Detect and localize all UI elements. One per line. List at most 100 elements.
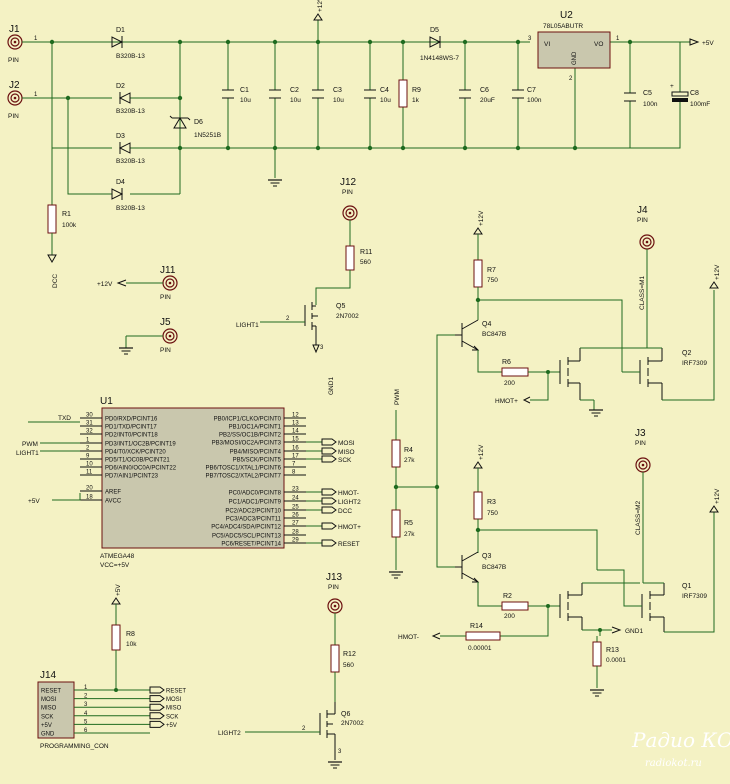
resistor-r7[interactable]: R7 750 [473, 259, 498, 288]
connector-j5[interactable]: J5 PIN [118, 317, 178, 355]
svg-text:2: 2 [569, 76, 573, 82]
mcu-pin-number: 17 [292, 454, 299, 460]
connector-j2[interactable]: J2 PIN 1 [7, 80, 38, 120]
svg-text:10u: 10u [240, 97, 251, 104]
resistor-r9[interactable]: R9 1k [398, 42, 421, 148]
capacitor-c6[interactable]: C6 20uF [459, 42, 495, 148]
resistor-r14[interactable]: R14 0.00001 [465, 623, 501, 652]
connector-j3[interactable]: J3 PIN CLASS=M2 [635, 428, 664, 584]
svg-text:750: 750 [487, 510, 498, 517]
mcu-pin-name: PD4/T0/XCK/PCINT20 [105, 450, 166, 456]
mcu-u1[interactable]: U1 ATMEGA48 VCC=+5V 30PD0/RXD/PCINT1631P… [80, 396, 306, 569]
capacitor-c4[interactable]: C4 10u [364, 42, 391, 148]
svg-text:IRF7309: IRF7309 [682, 593, 707, 600]
diode-d4[interactable]: D4 B320B-13 [111, 179, 145, 212]
mcu-right-pins: 12PB0/ICP1/CLKO/PCINT013PB1/OC1A/PCINT11… [206, 413, 306, 548]
mcu-left-pins: 30PD0/RXD/PCINT1631PD1/TXD/PCINT1732PD2/… [80, 413, 177, 505]
diode-d1[interactable]: D1 B320B-13 [111, 27, 145, 60]
diode-d2[interactable]: D2 B320B-13 [116, 83, 145, 115]
resistor-r5[interactable]: R5 27k [391, 509, 415, 538]
svg-text:+12V: +12V [714, 264, 721, 280]
svg-text:C6: C6 [480, 87, 489, 94]
resistor-r6[interactable]: R6 200 [501, 359, 529, 387]
svg-text:R6: R6 [502, 359, 511, 366]
connector-j12[interactable]: J12 PIN [340, 177, 358, 221]
mcu-pin-name: PB1/OC1A/PCINT1 [229, 425, 282, 431]
mcu-pin-number: 27 [292, 521, 299, 527]
resistor-r3[interactable]: R3 750 [473, 491, 498, 520]
bjt-q3[interactable]: Q3 BC847B [455, 551, 506, 583]
svg-text:3: 3 [320, 345, 324, 351]
svg-text:B320B-13: B320B-13 [116, 108, 145, 115]
power-input-section: J1 PIN 1 J2 PIN 1 [7, 0, 714, 288]
svg-text:PROGRAMMING_CON: PROGRAMMING_CON [40, 743, 109, 750]
connector-j14[interactable]: J14 PROGRAMMING_CON RESET1RESETMOSI2MOSI… [37, 670, 186, 750]
resistor-r8[interactable]: R8 10k [111, 624, 137, 651]
connector-j11[interactable]: J11 PIN +12V [97, 265, 178, 301]
connector-j13[interactable]: J13 PIN [326, 572, 343, 614]
svg-text:radiokot.ru: radiokot.ru [645, 758, 702, 769]
j14-pin-name: RESET [41, 689, 61, 695]
svg-text:10u: 10u [380, 97, 391, 104]
mosfet-q6[interactable]: Q6 2N7002 LIGHT2 2 3 [218, 702, 364, 769]
resistor-r1[interactable]: R1 100k DCC [47, 204, 77, 288]
resistor-r4[interactable]: R4 27k [391, 439, 415, 468]
resistor-r13[interactable]: R13 0.0001 [592, 641, 626, 667]
diode-d3[interactable]: D3 B320B-13 [116, 133, 145, 165]
svg-text:GND1: GND1 [328, 377, 335, 395]
capacitor-c3[interactable]: C3 10u [312, 42, 344, 148]
j2-pin: 1 [34, 92, 38, 98]
svg-text:1N5251B: 1N5251B [194, 132, 221, 139]
resistor-r11[interactable]: R11 560 [345, 245, 372, 271]
bjt-q4[interactable]: Q4 BC847B [455, 319, 506, 351]
mcu-pin-name: PC0/ADC0/PCINT8 [229, 491, 282, 497]
capacitor-c2[interactable]: C2 10u [269, 42, 301, 148]
j14-pin-number: 3 [84, 702, 88, 708]
mcu-pin-number: 32 [86, 429, 93, 435]
mosfet-pair-m1-low[interactable] [559, 347, 647, 417]
connector-j1[interactable]: J1 PIN 1 [7, 24, 38, 64]
diode-d5[interactable]: D5 1N4148WS-7 [420, 27, 459, 62]
resistor-r2[interactable]: R2 200 [501, 593, 529, 620]
mcu-pin-number: 23 [292, 487, 299, 493]
j14-net-label: RESET [166, 689, 186, 695]
plus12v-q2: +12V [709, 264, 721, 289]
programming-section: +5V R8 10k J14 PROGRAMMING_CON RESET1RES… [37, 584, 186, 750]
watermark: Радио КОТ radiokot.ru [631, 728, 730, 769]
capacitor-c1[interactable]: C1 10u [222, 42, 251, 148]
j1-type: PIN [8, 57, 19, 64]
svg-text:VI: VI [544, 41, 550, 48]
svg-text:2: 2 [302, 726, 306, 732]
mcu-pin-name: PB5/SCK/PCINT5 [233, 458, 282, 464]
j14-pin-name: +5V [41, 723, 52, 729]
mosfet-q2[interactable]: Q2 IRF7309 [622, 290, 715, 401]
resistor-r12[interactable]: R12 560 [330, 644, 356, 673]
mcu-pin-name: PC5/ADC5/SCL/PCINT13 [212, 534, 282, 540]
svg-text:2N7002: 2N7002 [336, 313, 359, 320]
mosfet-q1[interactable]: Q1 IRF7309 [597, 512, 715, 633]
capacitor-c7[interactable]: C7 100n [512, 42, 542, 148]
svg-text:LIGHT2: LIGHT2 [338, 499, 361, 506]
connector-j4[interactable]: J4 PIN CLASS=M1 [637, 205, 662, 349]
mcu-pin-name: PC1/ADC1/PCINT9 [229, 500, 282, 506]
svg-text:PIN: PIN [637, 217, 648, 224]
j14-pin-number: 6 [84, 728, 88, 734]
mosfet-q5[interactable]: Q5 2N7002 LIGHT1 2 3 GND1 [236, 302, 359, 395]
svg-text:J3: J3 [635, 428, 646, 439]
svg-text:200: 200 [504, 613, 515, 620]
ground-symbol-main [267, 179, 283, 187]
mcu-pin-number: 1 [86, 438, 90, 444]
mcu-pin-name: PC6/RESET/PCINT14 [221, 542, 281, 548]
svg-text:R4: R4 [404, 447, 413, 454]
svg-text:J14: J14 [40, 670, 57, 681]
regulator-u2[interactable]: U2 78L05ABUTR VI VO GND 3 1 2 [528, 10, 620, 82]
capacitor-c8[interactable]: + C8 100mF [630, 41, 710, 149]
svg-text:MOSI: MOSI [338, 440, 355, 447]
zener-d6[interactable]: D6 1N5251B [169, 115, 221, 139]
svg-text:Q4: Q4 [482, 321, 491, 328]
svg-text:IRF7309: IRF7309 [682, 360, 707, 367]
mcu-pin-number: 11 [86, 470, 93, 476]
capacitor-c5[interactable]: C5 100n [624, 42, 658, 148]
j14-pin-number: 5 [84, 719, 88, 725]
